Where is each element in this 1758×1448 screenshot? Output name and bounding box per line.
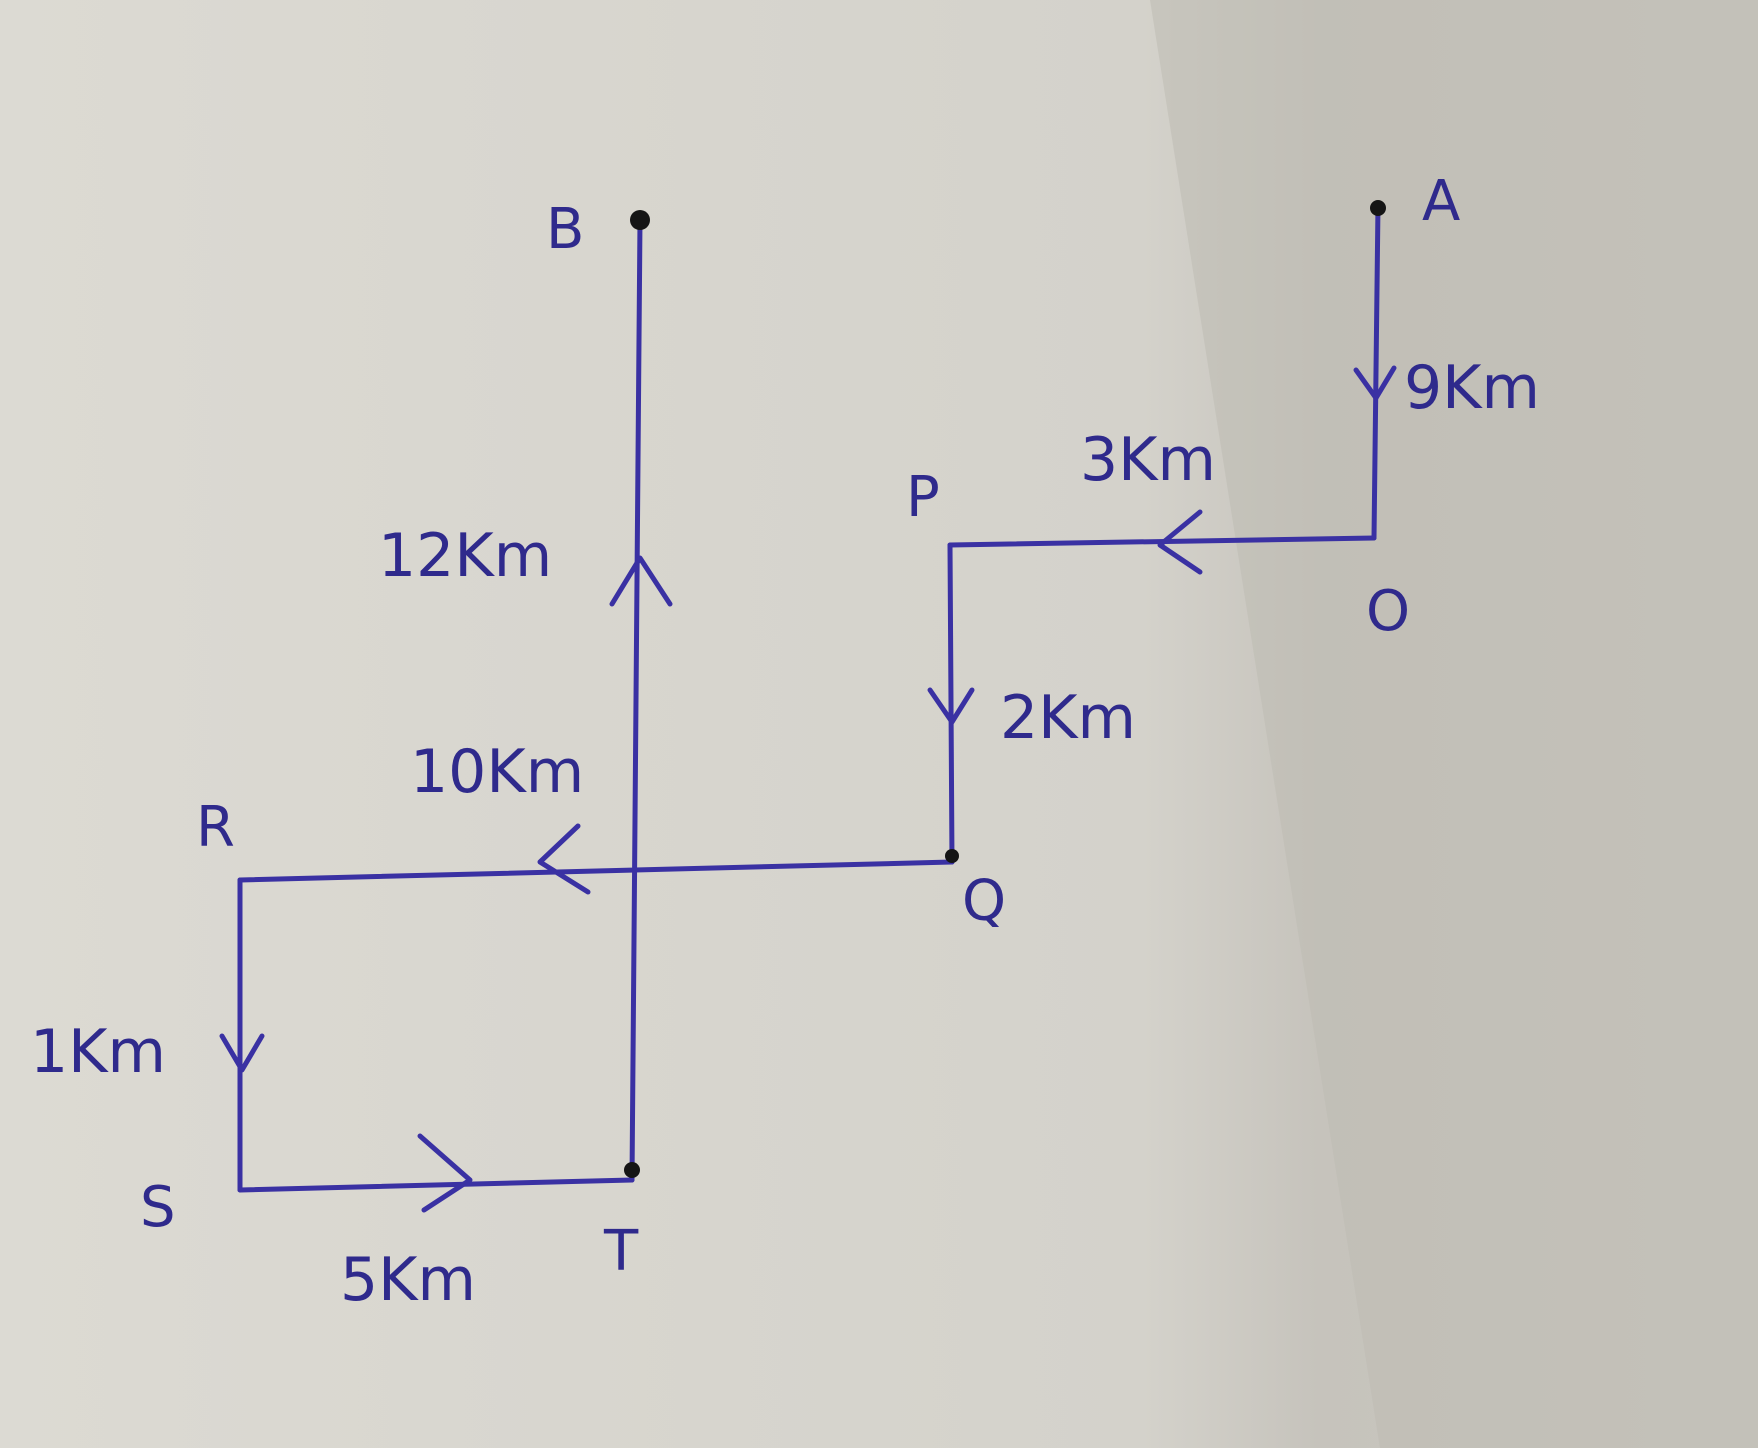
point-label-O: O <box>1366 579 1410 644</box>
arrow-AO-down <box>1353 365 1397 401</box>
arrow-RS-down <box>219 1033 265 1073</box>
distance-label-ST: 5Km <box>340 1245 476 1315</box>
arrow-PQ-down <box>927 687 975 725</box>
arrow-TB-up <box>609 555 673 607</box>
path-line-QR <box>237 859 955 883</box>
distance-label-RS: 1Km <box>30 1017 166 1087</box>
arrow-QR-left <box>537 823 591 895</box>
point-label-B: B <box>546 197 584 262</box>
path-line-TB <box>629 217 643 1183</box>
distance-label-OP: 3Km <box>1080 425 1216 495</box>
point-label-A: A <box>1422 169 1460 234</box>
distance-label-AO: 9Km <box>1404 353 1540 423</box>
point-label-R: R <box>196 795 235 860</box>
point-label-P: P <box>906 465 940 530</box>
point-B-dot <box>630 210 650 230</box>
path-line-ST <box>237 1177 635 1193</box>
point-Q-dot <box>945 849 959 863</box>
path-line-PQ <box>947 542 955 865</box>
point-A-dot <box>1370 200 1386 216</box>
point-label-Q: Q <box>962 869 1006 934</box>
paper-shadow <box>1150 0 1758 1448</box>
distance-label-TB: 12Km <box>378 521 552 591</box>
point-T-dot <box>624 1162 640 1178</box>
arrow-OP-left <box>1157 509 1203 575</box>
arrow-ST-right <box>417 1133 473 1213</box>
distance-label-QR: 10Km <box>410 737 584 807</box>
path-line-AO <box>1371 202 1381 541</box>
point-label-S: S <box>140 1175 176 1240</box>
distance-label-PQ: 2Km <box>1000 683 1136 753</box>
point-label-T: T <box>603 1219 639 1284</box>
